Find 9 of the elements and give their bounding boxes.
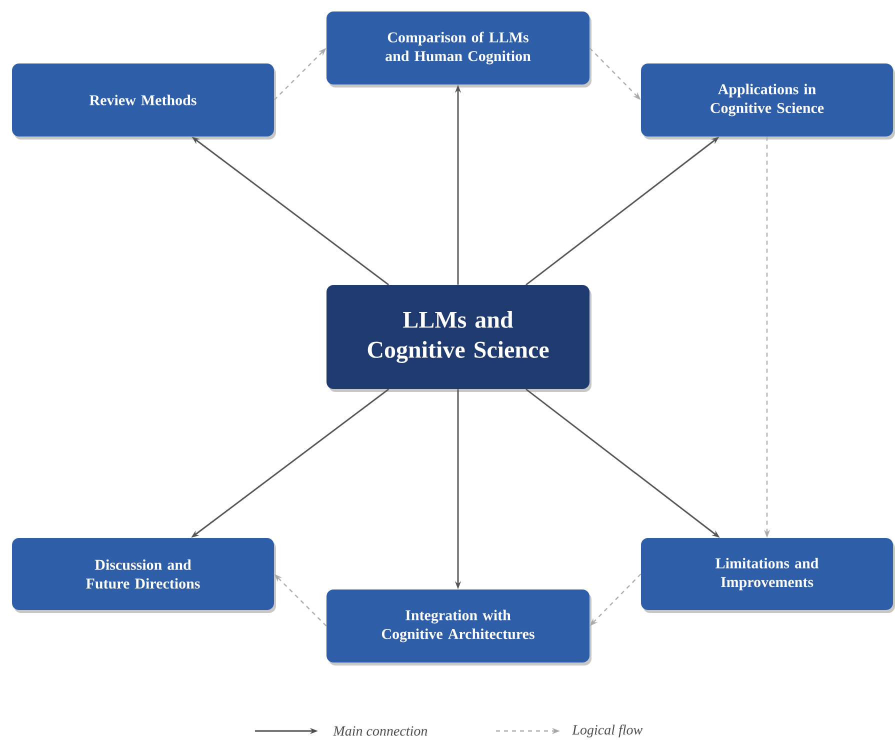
topic-box: Limitations and Improvements xyxy=(641,538,895,613)
topic-box: Applications in Cognitive Science xyxy=(641,64,895,140)
legend-label: Main connection xyxy=(333,726,428,736)
topic-box: Review Methods xyxy=(12,64,276,140)
topic-box: LLMs and Cognitive Science xyxy=(326,285,592,392)
topic-box: Integration with Cognitive Architectures xyxy=(326,590,592,666)
legend-label: Logical flow xyxy=(572,724,642,738)
topic-box: Discussion and Future Directions xyxy=(12,538,276,613)
topic-box: Comparison of LLMs and Human Cognition xyxy=(326,12,592,88)
